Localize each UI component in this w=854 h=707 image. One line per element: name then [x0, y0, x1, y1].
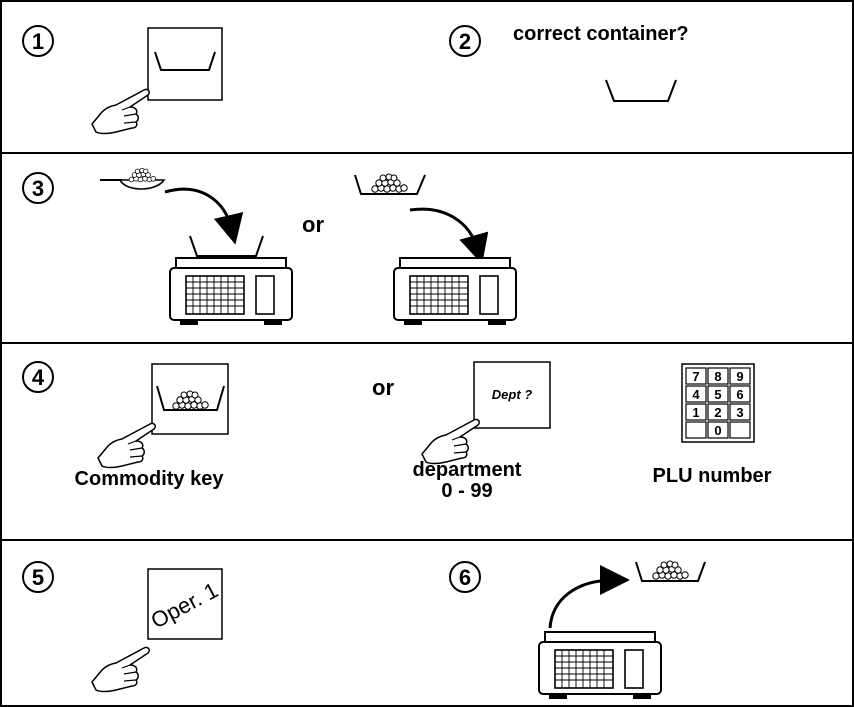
keypad-key: [729, 421, 751, 439]
keypad-key: [707, 403, 729, 421]
pointing-hand-icon: [97, 422, 156, 469]
step-3: 3 or: [22, 167, 517, 326]
keypad-key-label: 9: [736, 369, 743, 384]
tray-with-produce-icon: [635, 560, 706, 582]
step-number: 2: [459, 29, 471, 54]
keypad-key-label: 5: [714, 387, 721, 402]
arrow-icon: [164, 187, 244, 245]
step-number: 5: [32, 565, 44, 590]
step-number-badge: [449, 25, 481, 57]
keypad-key: [685, 385, 707, 403]
step-number-badge: [22, 172, 54, 204]
step-number-badge: [449, 561, 481, 593]
step-6: 6: [449, 560, 706, 700]
step-number-badge: [22, 361, 54, 393]
step-number-badge: [22, 25, 54, 57]
keypad-key-label: 6: [736, 387, 743, 402]
keypad-key: [707, 367, 729, 385]
pointing-hand-icon: [91, 88, 150, 135]
container-key[interactable]: [147, 27, 223, 101]
tray-icon: [189, 235, 264, 257]
pointing-hand-icon: [91, 646, 150, 693]
step-5: 5 Oper. 1: [22, 561, 223, 693]
scale-icon: [538, 631, 662, 700]
keypad-key-label: 1: [692, 405, 699, 420]
keypad-key: [729, 403, 751, 421]
step-number: 3: [32, 176, 44, 201]
keypad-key-label: 8: [714, 369, 721, 384]
step-label: correct container?: [513, 23, 689, 45]
keypad-key: [685, 367, 707, 385]
keypad-key: [729, 385, 751, 403]
scale-icon: [169, 257, 293, 326]
step-number: 1: [32, 29, 44, 54]
step-1: 1: [22, 25, 223, 135]
commodity-label: Commodity key: [75, 468, 225, 490]
department-label: department: [413, 459, 522, 481]
step-number: 4: [32, 365, 45, 390]
or-label: or: [372, 375, 394, 400]
department-key[interactable]: [473, 361, 551, 429]
arrow-icon: [548, 565, 630, 629]
tray-icon: [154, 51, 216, 71]
step-4: 4 Commodity key or Dept ? department 0 -…: [22, 361, 772, 502]
keypad-key: [729, 367, 751, 385]
keypad-key-label: 2: [714, 405, 721, 420]
department-range: 0 - 99: [441, 480, 492, 502]
dept-key-text: Dept ?: [492, 387, 533, 402]
arrow-icon: [409, 207, 489, 265]
keypad-key: [685, 403, 707, 421]
keypad-key-label: 0: [714, 423, 721, 438]
tray-with-produce-icon: [354, 173, 426, 195]
or-label: or: [302, 212, 324, 237]
operator-key[interactable]: [147, 568, 223, 640]
scoop-icon: [100, 167, 166, 190]
step-2: 2 correct container?: [449, 23, 689, 102]
step-number: 6: [459, 565, 471, 590]
keypad-key-label: 7: [692, 369, 699, 384]
keypad-key: [707, 385, 729, 403]
keypad-key: [685, 421, 707, 439]
scale-icon: [393, 257, 517, 326]
tray-icon: [605, 79, 677, 102]
tray-with-produce-icon: [156, 385, 225, 411]
plu-label: PLU number: [653, 465, 772, 487]
keypad-key-label: 3: [736, 405, 743, 420]
step-number-badge: [22, 561, 54, 593]
keypad-key-label: 4: [692, 387, 700, 402]
keypad-key: [707, 421, 729, 439]
pointing-hand-icon: [421, 418, 480, 465]
